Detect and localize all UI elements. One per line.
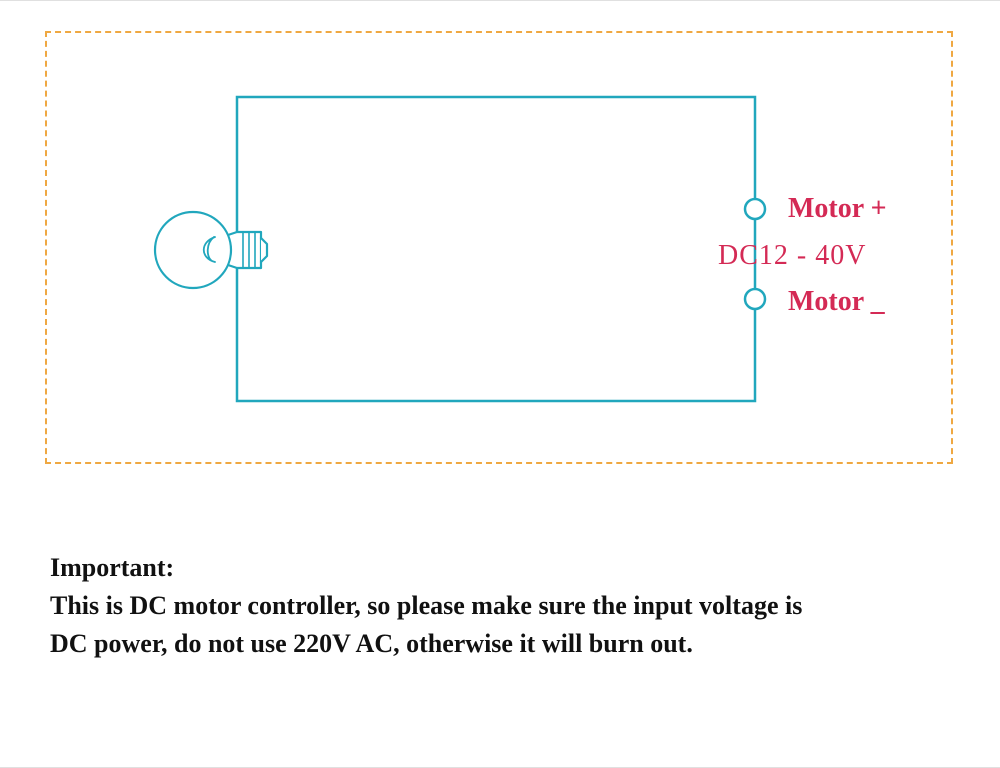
motor-minus-label: Motor _ [788, 286, 885, 317]
bulb-base-outline [226, 230, 263, 270]
bulb-filament [202, 236, 216, 263]
bulb-base-ridges [242, 231, 256, 269]
bulb-base-cap [259, 236, 269, 264]
note-line: DC power, do not use 220V AC, otherwise … [50, 629, 693, 658]
circuit-wire-loop [235, 95, 757, 403]
motor-plus-label: Motor + [788, 193, 887, 224]
bulb-globe [153, 210, 233, 290]
circuit-diagram [153, 95, 767, 403]
motor-minus-terminal [743, 287, 767, 311]
important-note: Important: This is DC motor controller, … [50, 549, 980, 663]
motor-plus-terminal [743, 197, 767, 221]
note-heading: Important: [50, 553, 175, 582]
note-line: This is DC motor controller, so please m… [50, 591, 803, 620]
voltage-range-label: DC12 - 40V [718, 240, 867, 271]
dashed-border-box [45, 31, 953, 464]
light-bulb-icon [153, 210, 269, 290]
